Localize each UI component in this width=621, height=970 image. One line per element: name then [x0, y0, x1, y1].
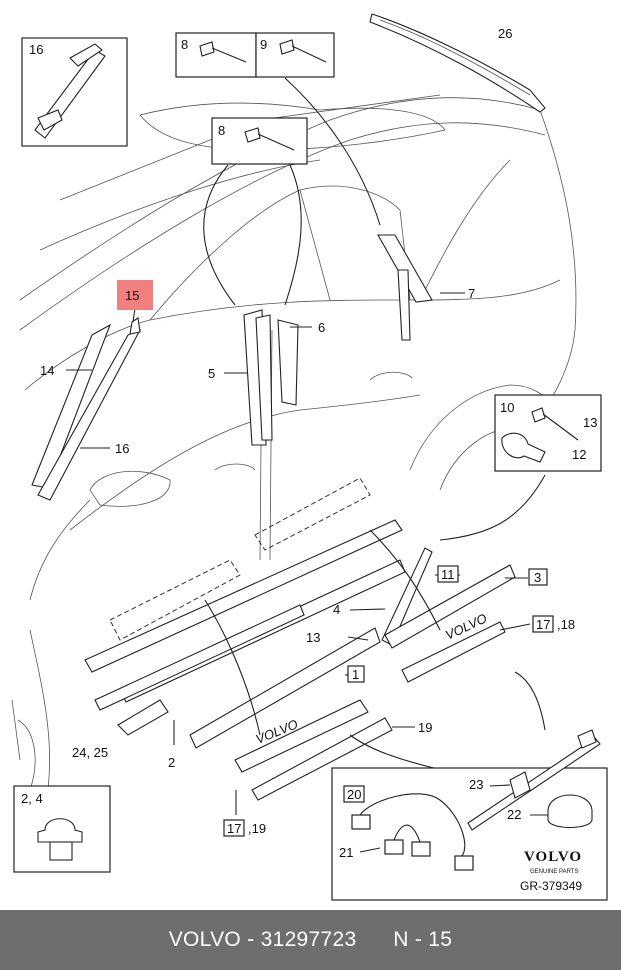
callout-13-inset: 13 — [583, 415, 597, 430]
footer-bar: VOLVO - 31297723 N - 15 — [0, 910, 621, 970]
roof-rail-26 — [369, 13, 546, 113]
callout-13: 13 — [306, 630, 320, 645]
callout-8-top: 8 — [181, 37, 188, 52]
callout-17-lower: 17 — [227, 821, 241, 836]
footer-part-number: 31297723 — [260, 928, 357, 951]
callout-11: 11 — [441, 567, 455, 582]
inset-harness — [331, 729, 608, 901]
callout-17-upper-suffix: ,18 — [557, 617, 575, 632]
footer-ref: N - 15 — [393, 928, 453, 951]
inset-2-4 — [13, 785, 111, 873]
callout-1-box — [347, 665, 365, 683]
callout-20-box — [343, 785, 365, 803]
callout-17-upper: 17 — [536, 617, 550, 632]
callout-26: 26 — [498, 26, 512, 41]
callout-21: 21 — [339, 845, 353, 860]
callout-20: 20 — [347, 787, 361, 802]
callout-1: 1 — [352, 667, 359, 682]
b-pillar-trims — [243, 309, 299, 446]
callout-6: 6 — [318, 320, 325, 335]
callout-8-mid: 8 — [218, 123, 225, 138]
callout-2: 2 — [168, 755, 175, 770]
callout-3: 3 — [534, 570, 541, 585]
brand-logo: VOLVO — [524, 849, 582, 865]
callout-23: 23 — [469, 777, 483, 792]
callout-16: 16 — [115, 441, 129, 456]
sill-area — [84, 477, 516, 801]
callout-16-inset: 16 — [29, 42, 43, 57]
highlight-15 — [117, 280, 153, 310]
arrows — [203, 77, 546, 771]
parts-diagram: VOLVO VOLVO 16 8 9 26 8 15 14 16 5 6 7 1… — [11, 13, 608, 901]
callout-24-25: 24, 25 — [72, 745, 108, 760]
callout-17-upper-box — [532, 615, 554, 633]
callout-17-lower-suffix: ,19 — [248, 821, 266, 836]
callout-10: 10 — [500, 400, 514, 415]
footer-gap — [356, 928, 393, 952]
callout-7: 7 — [468, 286, 475, 301]
diagram-ref: GR-379349 — [520, 879, 582, 893]
callout-14: 14 — [40, 363, 54, 378]
callout-12: 12 — [572, 447, 586, 462]
inset-8 — [211, 117, 308, 165]
c-pillar-trim — [377, 234, 433, 341]
callout-2-4: 2, 4 — [21, 791, 43, 806]
brand-tagline: GENUINE PARTS — [530, 869, 578, 875]
callout-4: 4 — [333, 602, 340, 617]
inset-10-13-12 — [494, 394, 602, 472]
callout-19: 19 — [418, 720, 432, 735]
callout-22: 22 — [507, 807, 521, 822]
a-pillar-trim — [31, 317, 142, 501]
callout-15: 15 — [125, 288, 139, 303]
footer-separator: - — [241, 928, 261, 951]
callout-labels: 16 8 9 26 8 15 14 16 5 6 7 10 13 12 11 3… — [21, 26, 597, 860]
footer-brand: VOLVO — [168, 928, 242, 951]
callout-17-lower-box — [223, 819, 245, 837]
callout-11-box — [437, 565, 459, 583]
inset-8-9 — [175, 32, 335, 78]
callout-9: 9 — [260, 37, 267, 52]
inset-16 — [21, 37, 128, 147]
callout-5: 5 — [208, 366, 215, 381]
callout-3-box — [528, 568, 548, 586]
